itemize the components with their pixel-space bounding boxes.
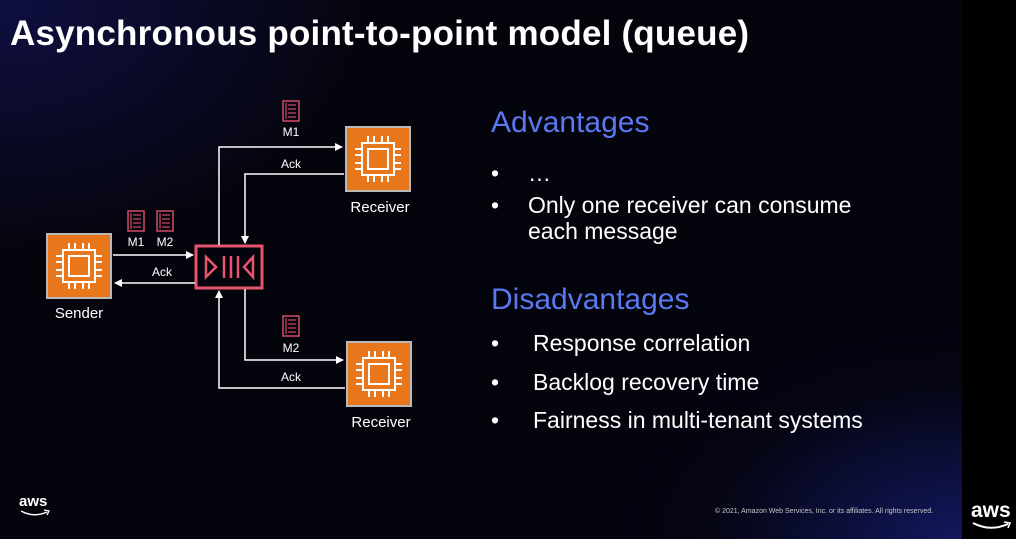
bullet-icon: • bbox=[491, 330, 500, 356]
copyright-text: © 2021, Amazon Web Services, Inc. or its… bbox=[715, 508, 934, 515]
msg-bottom-label: M2 bbox=[283, 341, 300, 355]
message-icon bbox=[282, 315, 300, 337]
receiver-top-chip-icon bbox=[345, 126, 411, 192]
bullet-icon: • bbox=[491, 192, 500, 218]
architecture-diagram: Sender Receiver Receiver M1 M1 M2 M2 Ack… bbox=[46, 100, 412, 431]
disadvantages-list: • Response correlation • Backlog recover… bbox=[491, 330, 951, 440]
deliver-top-arrow bbox=[218, 143, 343, 245]
aws-logo-small: aws bbox=[18, 494, 52, 520]
list-item: • Fairness in multi-tenant systems bbox=[491, 407, 863, 433]
sender-label: Sender bbox=[55, 305, 103, 322]
queue-icon bbox=[194, 244, 264, 290]
list-item: • Response correlation bbox=[491, 330, 751, 356]
ack-top-arrow bbox=[241, 173, 344, 244]
sender-chip-icon bbox=[46, 233, 112, 299]
bullet-icon: • bbox=[491, 407, 500, 433]
list-item: • Only one receiver can consume bbox=[491, 192, 852, 218]
msg-sender-1-label: M1 bbox=[128, 235, 145, 249]
right-strip bbox=[962, 0, 1016, 539]
ack-bottom-arrow bbox=[215, 290, 345, 389]
list-item: • … bbox=[491, 160, 551, 186]
slide-background bbox=[0, 0, 962, 539]
slide-title: Asynchronous point-to-point model (queue… bbox=[10, 14, 750, 53]
ack-top-label: Ack bbox=[281, 157, 302, 171]
list-item: • Backlog recovery time bbox=[491, 369, 760, 395]
message-icon bbox=[127, 210, 145, 232]
message-icon bbox=[156, 210, 174, 232]
ack-sender-label: Ack bbox=[152, 265, 173, 279]
bullet-icon: • bbox=[491, 160, 500, 186]
aws-logo-large: aws bbox=[970, 500, 1014, 534]
advantages-heading: Advantages bbox=[491, 106, 650, 139]
receiver-top-label: Receiver bbox=[350, 199, 409, 216]
ack-bottom-label: Ack bbox=[281, 370, 302, 384]
receiver-bottom-label: Receiver bbox=[351, 414, 410, 431]
message-icon bbox=[282, 100, 300, 122]
bullet-icon: • bbox=[491, 369, 500, 395]
msg-top-label: M1 bbox=[283, 125, 300, 139]
deliver-bottom-arrow bbox=[244, 289, 344, 364]
advantages-list: • … • Only one receiver can consume each… bbox=[491, 160, 911, 250]
disadvantages-heading: Disadvantages bbox=[491, 283, 690, 316]
receiver-bottom-chip-icon bbox=[346, 341, 412, 407]
list-item: each message bbox=[528, 218, 678, 244]
msg-sender-2-label: M2 bbox=[157, 235, 174, 249]
